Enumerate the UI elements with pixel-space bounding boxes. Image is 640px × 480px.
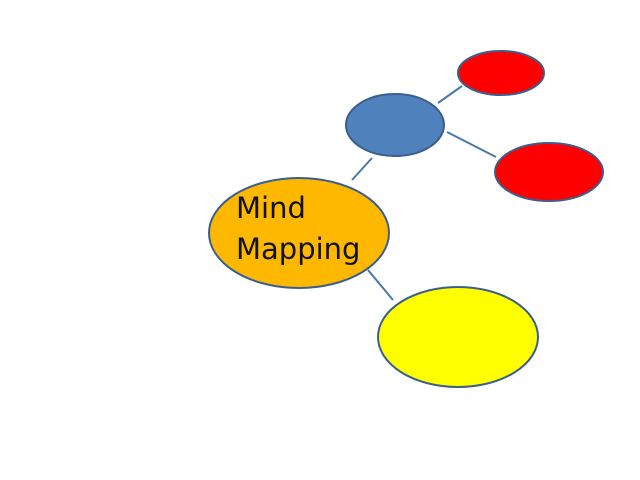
leaf-node-bottom: [494, 142, 604, 202]
connector-branch-to-leaf-top: [437, 85, 463, 104]
connector-branch-to-leaf-bottom: [446, 131, 497, 158]
central-node-label-line-1: Mind: [236, 191, 306, 225]
secondary-node: [377, 286, 539, 388]
leaf-node-top: [457, 50, 545, 96]
connector-central-to-secondary: [367, 269, 394, 301]
branch-node: [345, 93, 445, 157]
central-node: [208, 177, 390, 289]
connector-central-to-branch: [351, 157, 373, 181]
central-node-label-line-2: Mapping: [236, 232, 360, 266]
